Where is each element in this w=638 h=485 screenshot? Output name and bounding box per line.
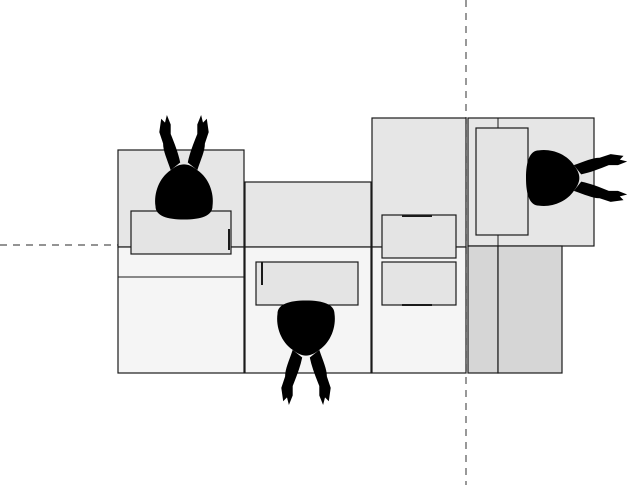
- desk-h: [467, 245, 499, 374]
- desk-b: [117, 246, 245, 374]
- desk-c: [244, 181, 372, 248]
- monitor-2: [255, 261, 359, 306]
- monitor-5: [475, 127, 529, 236]
- monitor-4: [381, 261, 457, 306]
- desk-i: [497, 245, 563, 374]
- monitor-3: [381, 214, 457, 259]
